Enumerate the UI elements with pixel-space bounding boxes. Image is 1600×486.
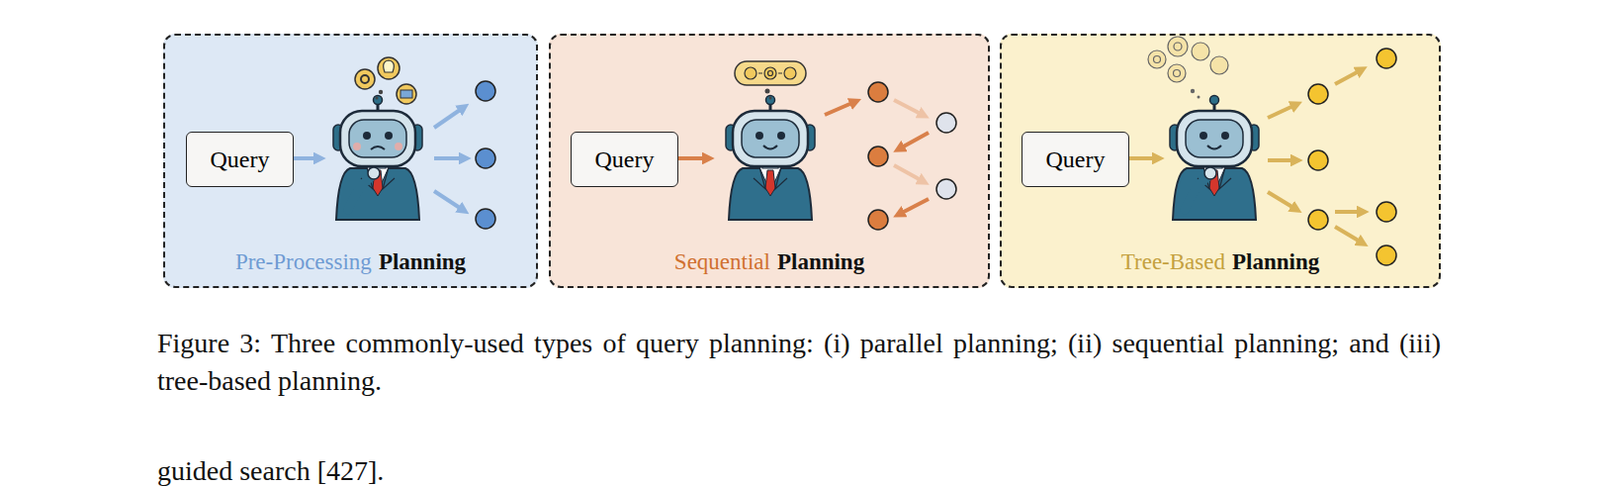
- illustration-shape: [475, 81, 496, 101]
- illustration-shape: [1376, 201, 1397, 222]
- panel-type-word: Sequential: [674, 249, 771, 274]
- panel-title-word: Planning: [777, 249, 865, 274]
- illustration-shape: [1173, 42, 1182, 51]
- illustration-shape: [475, 208, 496, 229]
- illustration-shape: [1197, 95, 1201, 99]
- illustration-shape: [1308, 209, 1329, 230]
- illustration-shape: [868, 82, 889, 102]
- box-text: Query: [210, 146, 270, 174]
- illustration-shape: [1169, 95, 1259, 221]
- illustration-shape: [1267, 158, 1296, 163]
- illustration-shape: [293, 156, 319, 161]
- illustration-shape: [348, 176, 372, 210]
- illustration-shape: [725, 95, 815, 221]
- illustration-shape: [1376, 48, 1397, 69]
- tree-based-illustration: [1129, 36, 1397, 266]
- illustration-shape: [1184, 176, 1209, 210]
- illustration-shape: [353, 142, 361, 151]
- illustration-shape: [1129, 156, 1157, 161]
- illustration-shape: [1267, 191, 1296, 209]
- illustration-shape: [763, 145, 778, 150]
- query-box: Query: [185, 131, 294, 187]
- illustration-shape: [396, 84, 417, 104]
- illustration-shape: [893, 99, 923, 115]
- illustration-shape: [355, 69, 375, 89]
- illustration-shape: [400, 89, 413, 98]
- illustration-shape: [764, 67, 777, 80]
- illustration-shape: [1308, 150, 1329, 171]
- illustration-shape: [1334, 226, 1362, 243]
- pre-processing-illustration: [293, 57, 496, 229]
- illustration-shape: [1210, 56, 1229, 75]
- illustration-shape: [778, 73, 783, 75]
- illustration-shape: [1167, 64, 1186, 83]
- illustration-shape: [367, 167, 380, 179]
- panel-type-word: Pre-Processing: [235, 249, 372, 274]
- illustration-shape: [899, 132, 929, 149]
- planning-panel: Tree-BasedPlanning Query: [999, 33, 1441, 288]
- panel-label: Pre-ProcessingPlanning: [165, 248, 536, 276]
- illustration-shape: [734, 61, 806, 86]
- box-text: Query: [1046, 146, 1106, 174]
- illustration-shape: [784, 67, 797, 80]
- illustration-shape: [360, 75, 369, 84]
- illustration-shape: [936, 178, 957, 199]
- illustration-shape: [824, 101, 855, 115]
- panel-title-word: Planning: [1232, 249, 1320, 274]
- illustration-shape: [434, 156, 464, 161]
- illustration-shape: [678, 156, 708, 161]
- illustration-shape: [1167, 36, 1188, 57]
- illustration-shape: [758, 73, 763, 75]
- illustration-shape: [375, 96, 379, 100]
- illustration-shape: [1191, 42, 1210, 61]
- figure-caption: Figure 3: Three commonly-used types of q…: [157, 324, 1441, 400]
- sequential-illustration: [678, 61, 957, 230]
- illustration-shape: [763, 145, 778, 150]
- panel-label: Tree-BasedPlanning: [1001, 248, 1439, 276]
- body-text: guided search [427].: [157, 453, 384, 486]
- illustration-shape: [1207, 145, 1222, 150]
- illustration-shape: [1376, 245, 1397, 266]
- illustration-shape: [768, 71, 774, 77]
- panel-label: SequentialPlanning: [550, 248, 988, 276]
- illustration-shape: [377, 57, 400, 80]
- illustration-shape: [744, 67, 757, 80]
- illustration-shape: [1267, 104, 1296, 118]
- illustration-shape: [769, 96, 773, 100]
- illustration-shape: [1334, 70, 1361, 85]
- illustration-shape: [394, 142, 403, 151]
- illustration-shape: [1154, 56, 1161, 64]
- illustration-shape: [765, 88, 771, 94]
- planning-panel: Pre-ProcessingPlanning Query: [163, 33, 538, 288]
- illustration-shape: [899, 198, 929, 214]
- panel-type-word: Tree-Based: [1121, 249, 1226, 274]
- illustration-shape: [1148, 50, 1166, 69]
- illustration-shape: [1308, 84, 1329, 104]
- illustration-shape: [893, 165, 923, 181]
- illustration-shape: [348, 142, 403, 210]
- query-box: Query: [570, 131, 679, 187]
- illustration-shape: [868, 146, 889, 167]
- illustration-shape: [475, 148, 496, 169]
- illustration-shape: [1184, 145, 1222, 210]
- illustration-shape: [383, 60, 395, 73]
- illustration-shape: [1334, 209, 1362, 214]
- illustration-shape: [1190, 88, 1195, 93]
- illustration-shape: [1204, 167, 1217, 179]
- illustration-shape: [1173, 70, 1181, 78]
- illustration-shape: [378, 89, 383, 94]
- illustration-shape: [434, 190, 463, 210]
- illustration-shape: [868, 209, 889, 230]
- box-text: Query: [595, 146, 655, 174]
- illustration-shape: [333, 95, 423, 221]
- panel-title-word: Planning: [378, 249, 466, 274]
- illustration-shape: [936, 112, 957, 133]
- illustration-shape: [370, 146, 385, 150]
- query-box: Query: [1021, 131, 1130, 187]
- planning-panel: SequentialPlanning Query: [548, 33, 990, 288]
- illustration-shape: [434, 107, 463, 128]
